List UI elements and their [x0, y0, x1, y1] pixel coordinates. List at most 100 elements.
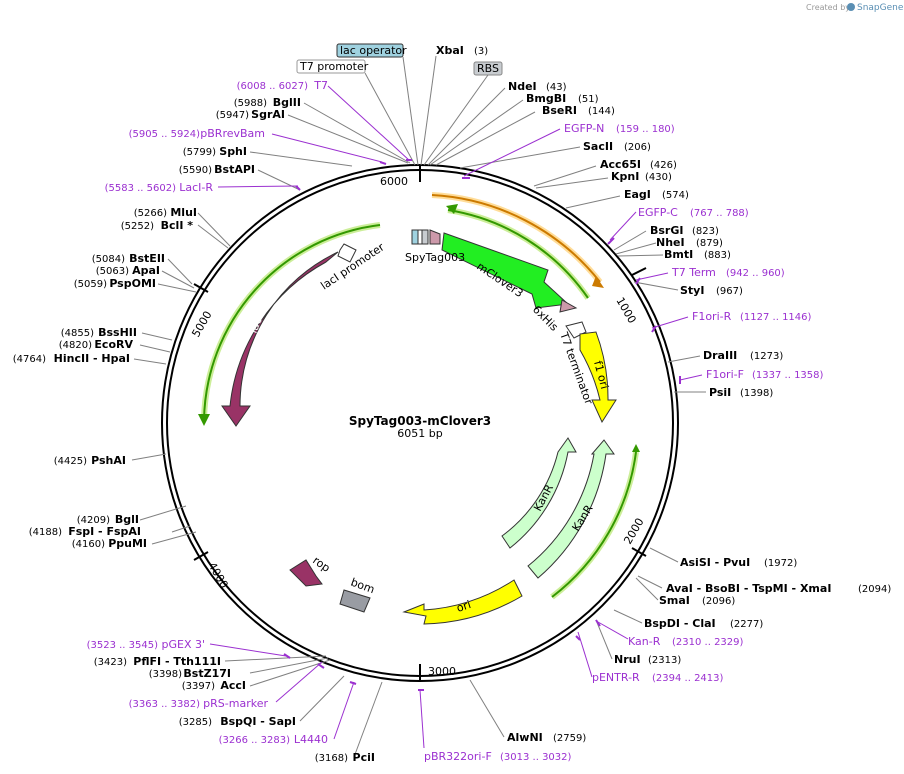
enzyme-sacii-name: SacII [583, 140, 613, 153]
enzyme-pspomi-name: PspOMI [109, 277, 156, 290]
laci-orf-arrowhead [198, 414, 210, 426]
snapgene-logo-icon [847, 3, 855, 11]
ori-feature [402, 579, 523, 625]
feature-label-6xhis: 6xHis [530, 303, 561, 334]
enzyme-bmgbi-name: BmgBI [526, 92, 566, 105]
enzyme-eagi-pos: (574) [662, 190, 689, 201]
enzyme-sphi-pos: (5799) [183, 147, 216, 158]
enzyme-psii-name: PsiI [709, 386, 731, 399]
primer-marks [283, 159, 681, 691]
enzyme-bmti-pos: (883) [704, 250, 731, 261]
enzyme-ndei-pos: (43) [546, 82, 567, 93]
enzyme-nrui-name: NruI [614, 653, 641, 666]
mclover3-feature [441, 232, 570, 309]
enzyme-ecorv-pos: (4820) [59, 340, 92, 351]
enzyme-pflfi-tth111i-pos: (3423) [94, 657, 127, 668]
tick-6000-label: 6000 [380, 175, 408, 188]
enzyme-fspi-fspai-pos: (4188) [29, 527, 62, 538]
enzyme-bstz17i-name: BstZ17I [183, 667, 231, 680]
enzyme-bsshii-name: BssHII [98, 326, 137, 339]
primer-f1ori-f-name: F1ori-F [706, 368, 744, 381]
enzyme-bglii-name: BglII [273, 96, 301, 109]
enzyme-sphi-name: SphI [219, 145, 247, 158]
enzyme-acc65i-pos: (426) [650, 160, 677, 171]
enzyme-avai-group-name: AvaI - BsoBI - TspMI - XmaI [666, 582, 831, 595]
laci-feature [221, 251, 339, 427]
primer-pentr-r-name: pENTR-R [592, 671, 640, 684]
primer-pbrrevbam-pos: (5905 .. 5924) [129, 129, 201, 140]
primer-f1ori-f-pos: (1337 .. 1358) [752, 370, 824, 381]
enzyme-bspdi-clai-name: BspDI - ClaI [644, 617, 716, 630]
primer-l4440-pos: (3266 .. 3283) [219, 735, 291, 746]
enzyme-eagi-name: EagI [624, 188, 651, 201]
primer-egfp-c-name: EGFP-C [638, 206, 678, 219]
enzyme-acc65i-name: Acc65I [600, 158, 641, 171]
enzyme-acci-pos: (3397) [182, 681, 215, 692]
enzyme-hincii-hpai-name: HincII - HpaI [54, 352, 130, 365]
kanr-feature-2 [527, 439, 615, 579]
tick-1000-label: 1000 [613, 295, 638, 326]
enzyme-xbai-pos: (3) [474, 46, 488, 57]
primer-egfp-n-pos: (159 .. 180) [616, 124, 675, 135]
primer-prs-marker-name: pRS-marker [203, 697, 268, 710]
primer-kan-r-name: Kan-R [628, 635, 661, 648]
enzyme-bspdi-clai-pos: (2277) [730, 619, 763, 630]
rop-feature [289, 559, 323, 587]
primer-laci-r-pos: (5583 .. 5602) [105, 183, 177, 194]
enzyme-mlui-name: MluI [170, 206, 197, 219]
primer-t7-pos: (6008 .. 6027) [237, 81, 309, 92]
rbs-feature [421, 229, 429, 245]
credit-brand: SnapGene [857, 3, 904, 13]
enzyme-bgli-name: BglI [115, 513, 139, 526]
feature-label-ori: ori [455, 598, 473, 615]
enzyme-bstz17i-pos: (3398) [149, 669, 182, 680]
enzyme-bsshii-pos: (4855) [61, 328, 94, 339]
feature-label-laci: lacI [247, 313, 266, 336]
enzyme-fspi-fspai-name: FspI - FspAI [68, 525, 141, 538]
primer-laci-r-name: LacI-R [179, 181, 213, 194]
primers-left: T7 (6008 .. 6027) pBRrevBam (5905 .. 592… [87, 79, 328, 746]
lac-operator-feature [411, 229, 419, 245]
laci-orf-arc [203, 224, 381, 421]
primer-pbrrevbam-name: pBRrevBam [200, 127, 265, 140]
enzyme-kpni-pos: (430) [645, 172, 672, 183]
enzyme-bspqi-sapi-name: BspQI - SapI [220, 715, 296, 728]
primer-t7-term-pos: (942 .. 960) [726, 268, 785, 279]
enzyme-ppumi-name: PpuMI [108, 537, 147, 550]
primer-egfp-n-name: EGFP-N [564, 122, 604, 135]
tick-5000-label: 5000 [189, 309, 214, 340]
tick-3000-label: 3000 [428, 665, 456, 678]
kanr-orf-arrowhead [632, 444, 640, 452]
enzyme-pshai-pos: (4425) [54, 456, 87, 467]
enzyme-bsteii-name: BstEII [129, 252, 165, 265]
enzyme-bseri-name: BseRI [542, 104, 577, 117]
enzyme-sgrai-pos: (5947) [216, 110, 249, 121]
enzyme-pshai-name: PshAI [91, 454, 126, 467]
egfp-orf-arrowhead [592, 276, 604, 288]
enzyme-smai-name: SmaI [659, 594, 690, 607]
kanr-feature-1 [501, 437, 577, 549]
enzyme-ndei-name: NdeI [508, 80, 537, 93]
backbone-outer-ring [161, 164, 679, 682]
primer-pgex3-name: pGEX 3' [161, 638, 205, 651]
enzyme-bsrgi-pos: (823) [692, 226, 719, 237]
enzyme-hincii-hpai-pos: (4764) [13, 354, 46, 365]
rbs-label: RBS [477, 62, 499, 75]
bom-feature [339, 589, 371, 613]
enzyme-bstapi-name: BstAPI [214, 163, 255, 176]
enzyme-asisi-pvui-name: AsiSI - PvuI [680, 556, 750, 569]
enzyme-bseri-pos: (144) [588, 106, 615, 117]
mclover-orf-arc [447, 209, 589, 299]
kanr-orf-arc [551, 451, 637, 598]
enzyme-nrui-pos: (2313) [648, 655, 681, 666]
enzyme-sgrai-name: SgrAI [251, 108, 285, 121]
primer-prs-marker-pos: (3363 .. 3382) [129, 699, 201, 710]
primer-t7-name: T7 [313, 79, 328, 92]
primer-pbr322ori-f-name: pBR322ori-F [424, 750, 492, 763]
primer-l4440-name: L4440 [294, 733, 328, 746]
enzyme-bgli-pos: (4209) [77, 515, 110, 526]
primer-egfp-c-pos: (767 .. 788) [690, 208, 749, 219]
tick-marks [193, 166, 647, 680]
enzyme-mlui-pos: (5266) [134, 208, 167, 219]
